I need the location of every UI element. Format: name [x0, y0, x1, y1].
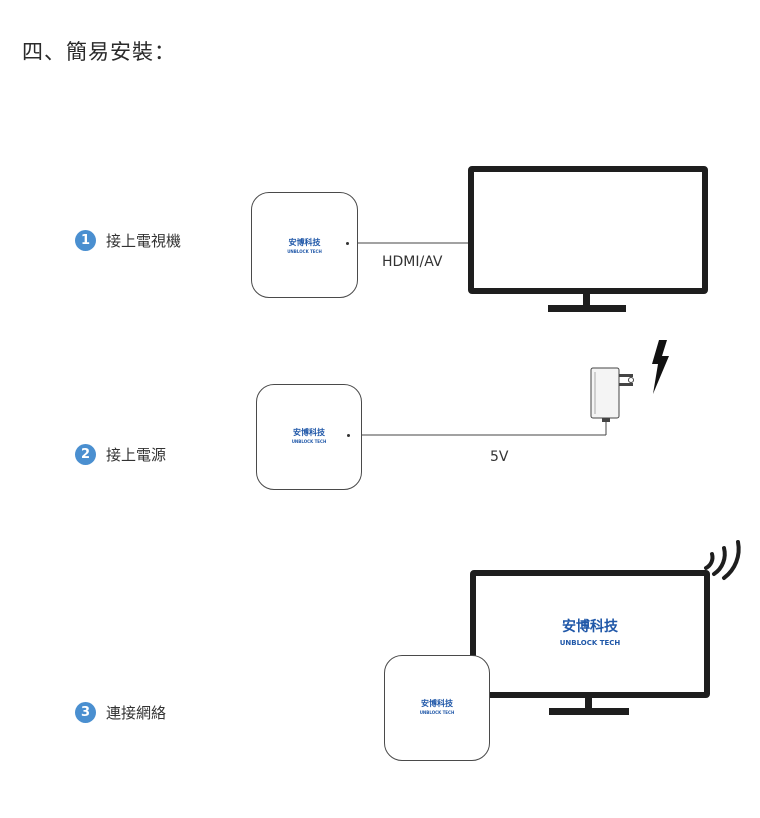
tv-stand-neck [585, 698, 592, 710]
tv-stand-base [549, 708, 629, 715]
tv-box-device: 安博科技 UNBLOCK TECH [384, 655, 490, 761]
brand-name: 安博科技 [562, 619, 618, 635]
page-title: 四、簡易安裝： [22, 40, 176, 64]
tv-stand-neck [583, 294, 590, 307]
step-label: 接上電源 [106, 446, 167, 464]
brand-sub: UNBLOCK TECH [419, 710, 455, 715]
television-network: 安博科技 UNBLOCK TECH [470, 570, 710, 698]
port-dot [346, 242, 349, 245]
brand-sub: UNBLOCK TECH [291, 439, 327, 444]
brand-sub: UNBLOCK TECH [287, 249, 322, 254]
brand-sub: UNBLOCK TECH [559, 639, 621, 647]
brand-name: 安博科技 [288, 238, 321, 247]
voltage-label: 5V [490, 449, 509, 465]
step-label: 接上電視機 [106, 232, 182, 250]
step-connect-power: 2 接上電源 [75, 444, 166, 465]
port-dot [347, 434, 350, 437]
brand-name: 安博科技 [293, 428, 325, 437]
brand-name: 安博科技 [421, 699, 453, 708]
hdmi-label: HDMI/AV [382, 254, 443, 270]
television [468, 166, 708, 294]
step-label: 連接網絡 [106, 704, 167, 722]
tv-stand-base [548, 305, 626, 312]
tv-box-device: 安博科技 UNBLOCK TECH [256, 384, 362, 490]
tv-box-device: 安博科技 UNBLOCK TECH [251, 192, 358, 298]
step-connect-network: 3 連接網絡 [75, 702, 166, 723]
step-number-badge: 1 [75, 230, 96, 251]
step-number-badge: 2 [75, 444, 96, 465]
step-connect-tv: 1 接上電視機 [75, 230, 181, 251]
step-number-badge: 3 [75, 702, 96, 723]
